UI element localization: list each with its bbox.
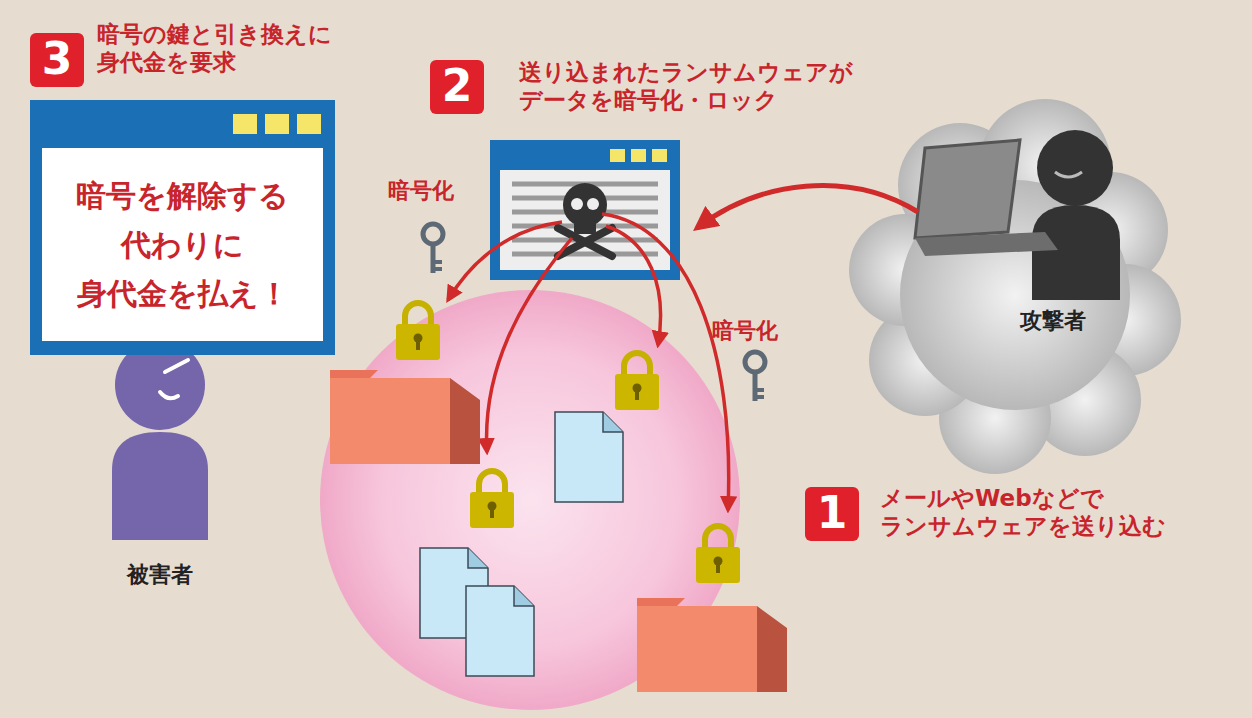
callout-number: 1 — [805, 487, 859, 541]
step-text: 送り込まれたランサムウェアが データを暗号化・ロック — [519, 58, 864, 114]
ransom-message: 暗号を解除する 代わりに 身代金を払え！ — [58, 171, 308, 318]
step-text: メールやWebなどで ランサムウェアを送り込む — [880, 484, 1180, 540]
callout-number: 3 — [30, 33, 84, 87]
window-buttons — [233, 114, 321, 136]
window-body: 暗号を解除する 代わりに 身代金を払え！ — [42, 148, 323, 341]
figure-label: 被害者 — [95, 562, 225, 588]
window-button — [297, 114, 321, 134]
ransom-window: 暗号を解除する 代わりに 身代金を払え！ — [30, 100, 335, 355]
window-button — [265, 114, 289, 134]
encrypt-label: 暗号化 — [712, 318, 778, 344]
callout-number: 2 — [430, 60, 484, 114]
victim-figure: 被害者 — [95, 340, 225, 595]
encrypt-label: 暗号化 — [388, 178, 454, 204]
attacker-cloud: 攻撃者 — [880, 110, 1175, 460]
step-text: 暗号の鍵と引き換えに 身代金を要求 — [97, 20, 359, 76]
figure-label: 攻撃者 — [970, 308, 1135, 334]
window-button — [233, 114, 257, 134]
